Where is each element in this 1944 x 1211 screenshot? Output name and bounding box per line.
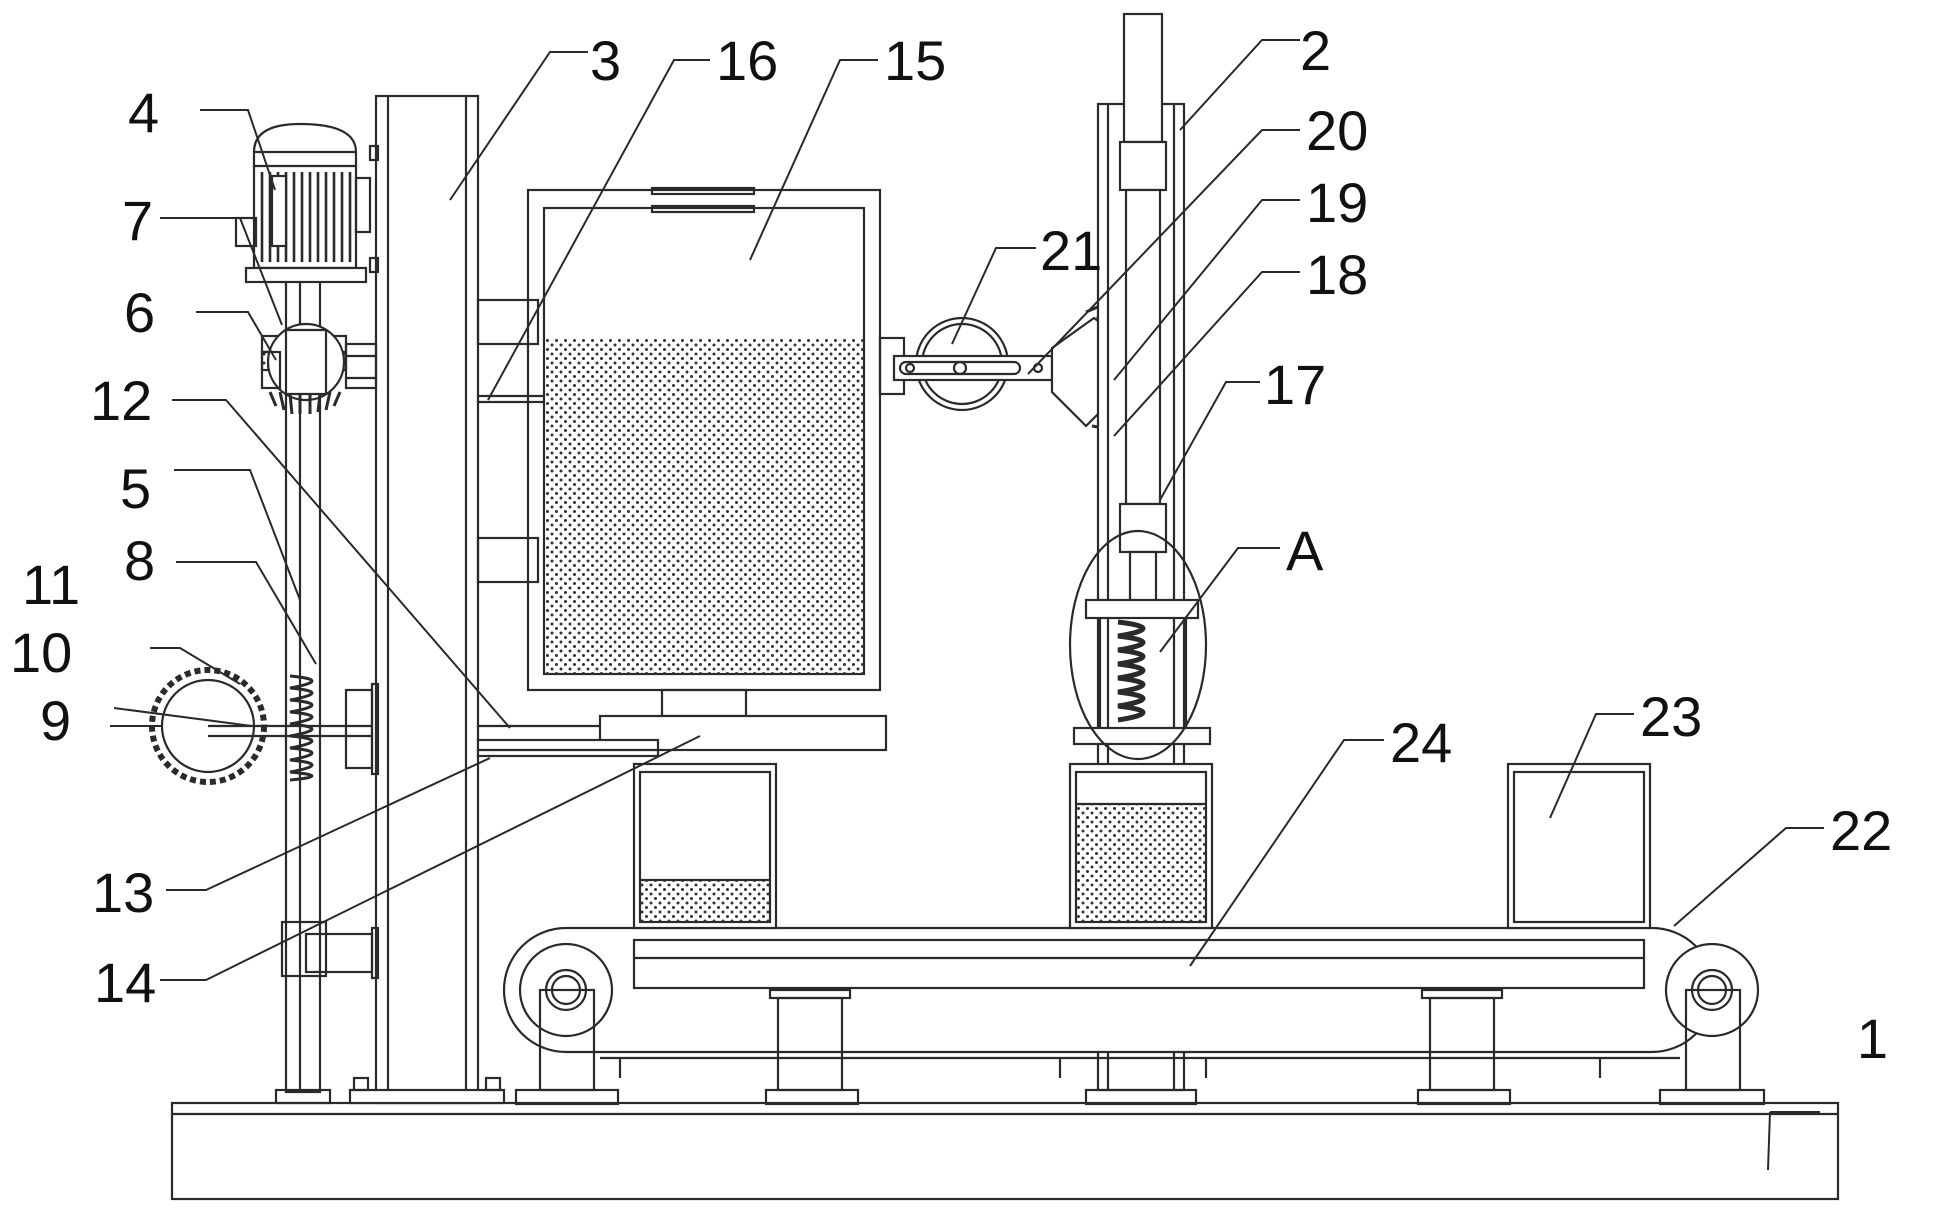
containers [634, 764, 1650, 928]
label-6: 6 [124, 281, 155, 344]
label-2: 2 [1300, 19, 1331, 82]
label-11: 11 [22, 553, 80, 616]
label-19: 19 [1306, 171, 1368, 234]
label-14: 14 [94, 951, 156, 1014]
motor [236, 124, 378, 282]
label-12: 12 [90, 369, 152, 432]
label-13: 13 [92, 861, 154, 924]
main-column [350, 96, 504, 1103]
label-A: A [1286, 519, 1324, 582]
label-16: 16 [716, 29, 778, 92]
label-23: 23 [1640, 685, 1702, 748]
label-17: 17 [1264, 353, 1326, 416]
label-3: 3 [590, 29, 621, 92]
label-1: 1 [1857, 1007, 1888, 1070]
label-4: 4 [128, 81, 159, 144]
bevel-gear-box [262, 324, 376, 414]
label-5: 5 [120, 457, 151, 520]
sprocket-assembly [152, 670, 372, 782]
tank [478, 188, 880, 716]
label-22: 22 [1830, 799, 1892, 862]
label-7: 7 [122, 189, 153, 252]
label-9: 9 [40, 689, 71, 752]
label-20: 20 [1306, 99, 1368, 162]
crank-wheel [880, 306, 1118, 428]
label-18: 18 [1306, 243, 1368, 306]
label-8: 8 [124, 529, 155, 592]
label-10: 10 [10, 621, 72, 684]
label-24: 24 [1390, 711, 1452, 774]
label-15: 15 [884, 29, 946, 92]
platform [478, 716, 886, 756]
base-plate [172, 1103, 1838, 1199]
label-21: 21 [1040, 219, 1102, 282]
